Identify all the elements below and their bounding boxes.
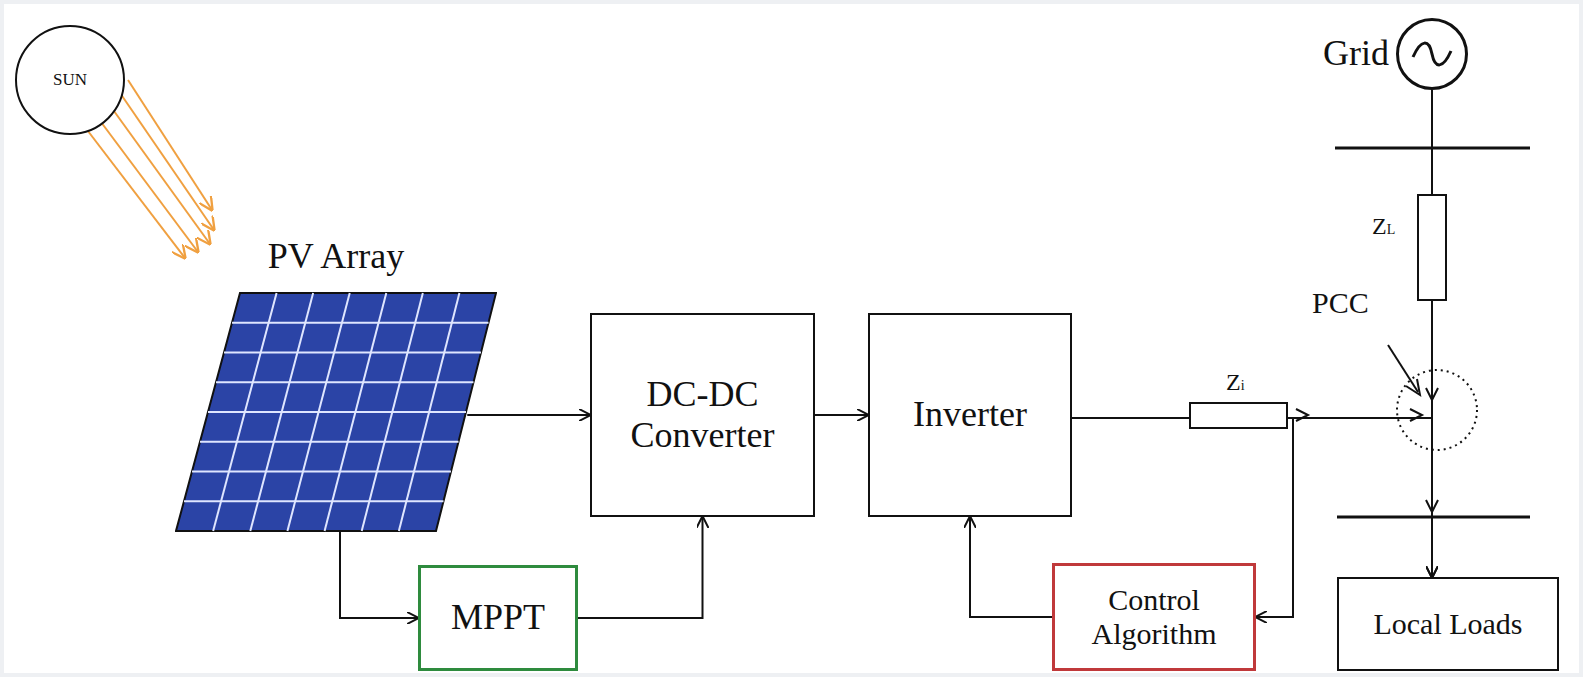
connector (815, 414, 868, 416)
connector (578, 517, 703, 618)
node-text: MPPT (451, 597, 545, 638)
process-box: Inverter (868, 313, 1072, 517)
connector (1072, 418, 1432, 577)
node-text: Grid (1323, 33, 1389, 74)
pcc-label: PCC (1312, 288, 1369, 318)
connector (970, 517, 1052, 617)
connector (1431, 90, 1433, 577)
flow-arrows (1296, 388, 1438, 512)
grid-source: Grid (1396, 18, 1468, 90)
inverter-impedance (1190, 403, 1287, 428)
load-box: Local Loads (1337, 577, 1559, 671)
connector (340, 532, 418, 618)
mppt-box: MPPT (418, 565, 578, 671)
sun-circle: SUN (15, 25, 125, 135)
node-text: SUN (53, 70, 87, 90)
node-text: DC-DC Converter (592, 374, 813, 457)
pv-array: PV Array (175, 292, 497, 532)
impedance-label: Zi (1226, 370, 1245, 394)
ac-symbol (1399, 21, 1465, 87)
pcc-leader (1388, 345, 1418, 392)
line-impedance (1418, 195, 1446, 300)
bus-bars (1335, 148, 1530, 517)
connector (467, 414, 590, 416)
node-text: Inverter (913, 394, 1027, 435)
node-text: Control Algorithm (1055, 583, 1253, 652)
process-box: DC-DC Converter (590, 313, 815, 517)
pcc-leader-head (1406, 379, 1420, 395)
impedance-label: ZL (1372, 214, 1395, 238)
solar-panel (175, 292, 497, 532)
node-text: Local Loads (1373, 607, 1522, 642)
node-text: PV Array (175, 236, 497, 277)
control-box: Control Algorithm (1052, 563, 1256, 671)
pcc-circle (1397, 370, 1477, 450)
